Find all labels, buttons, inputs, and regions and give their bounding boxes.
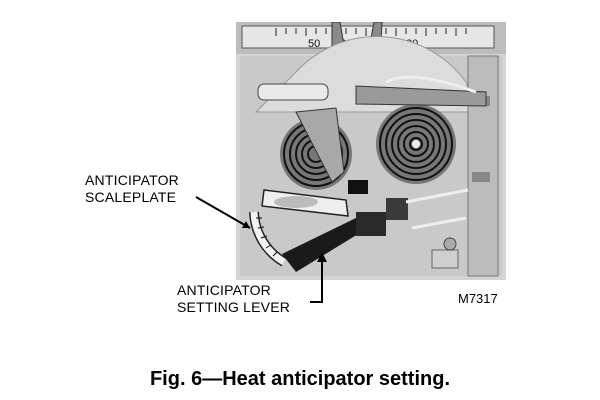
scaleplate-leader <box>195 196 251 229</box>
anticipator-scaleplate-label: ANTICIPATOR SCALEPLATE <box>85 172 179 206</box>
figure-caption: Fig. 6—Heat anticipator setting. <box>149 368 451 390</box>
figure-code: M7317 <box>458 291 498 306</box>
thermostat-photo: 50 60 70 80 <box>236 22 506 280</box>
scaleplate-label-line1: ANTICIPATOR <box>85 172 179 188</box>
lever-label-line2: SETTING LEVER <box>177 299 291 315</box>
lever-leader <box>310 256 323 303</box>
anticipator-setting-lever-label: ANTICIPATOR SETTING LEVER <box>177 282 290 316</box>
scaleplate-label-line2: SCALEPLATE <box>85 189 177 205</box>
dial-tick-50: 50 <box>308 38 320 50</box>
lever-label-line1: ANTICIPATOR <box>177 282 271 298</box>
